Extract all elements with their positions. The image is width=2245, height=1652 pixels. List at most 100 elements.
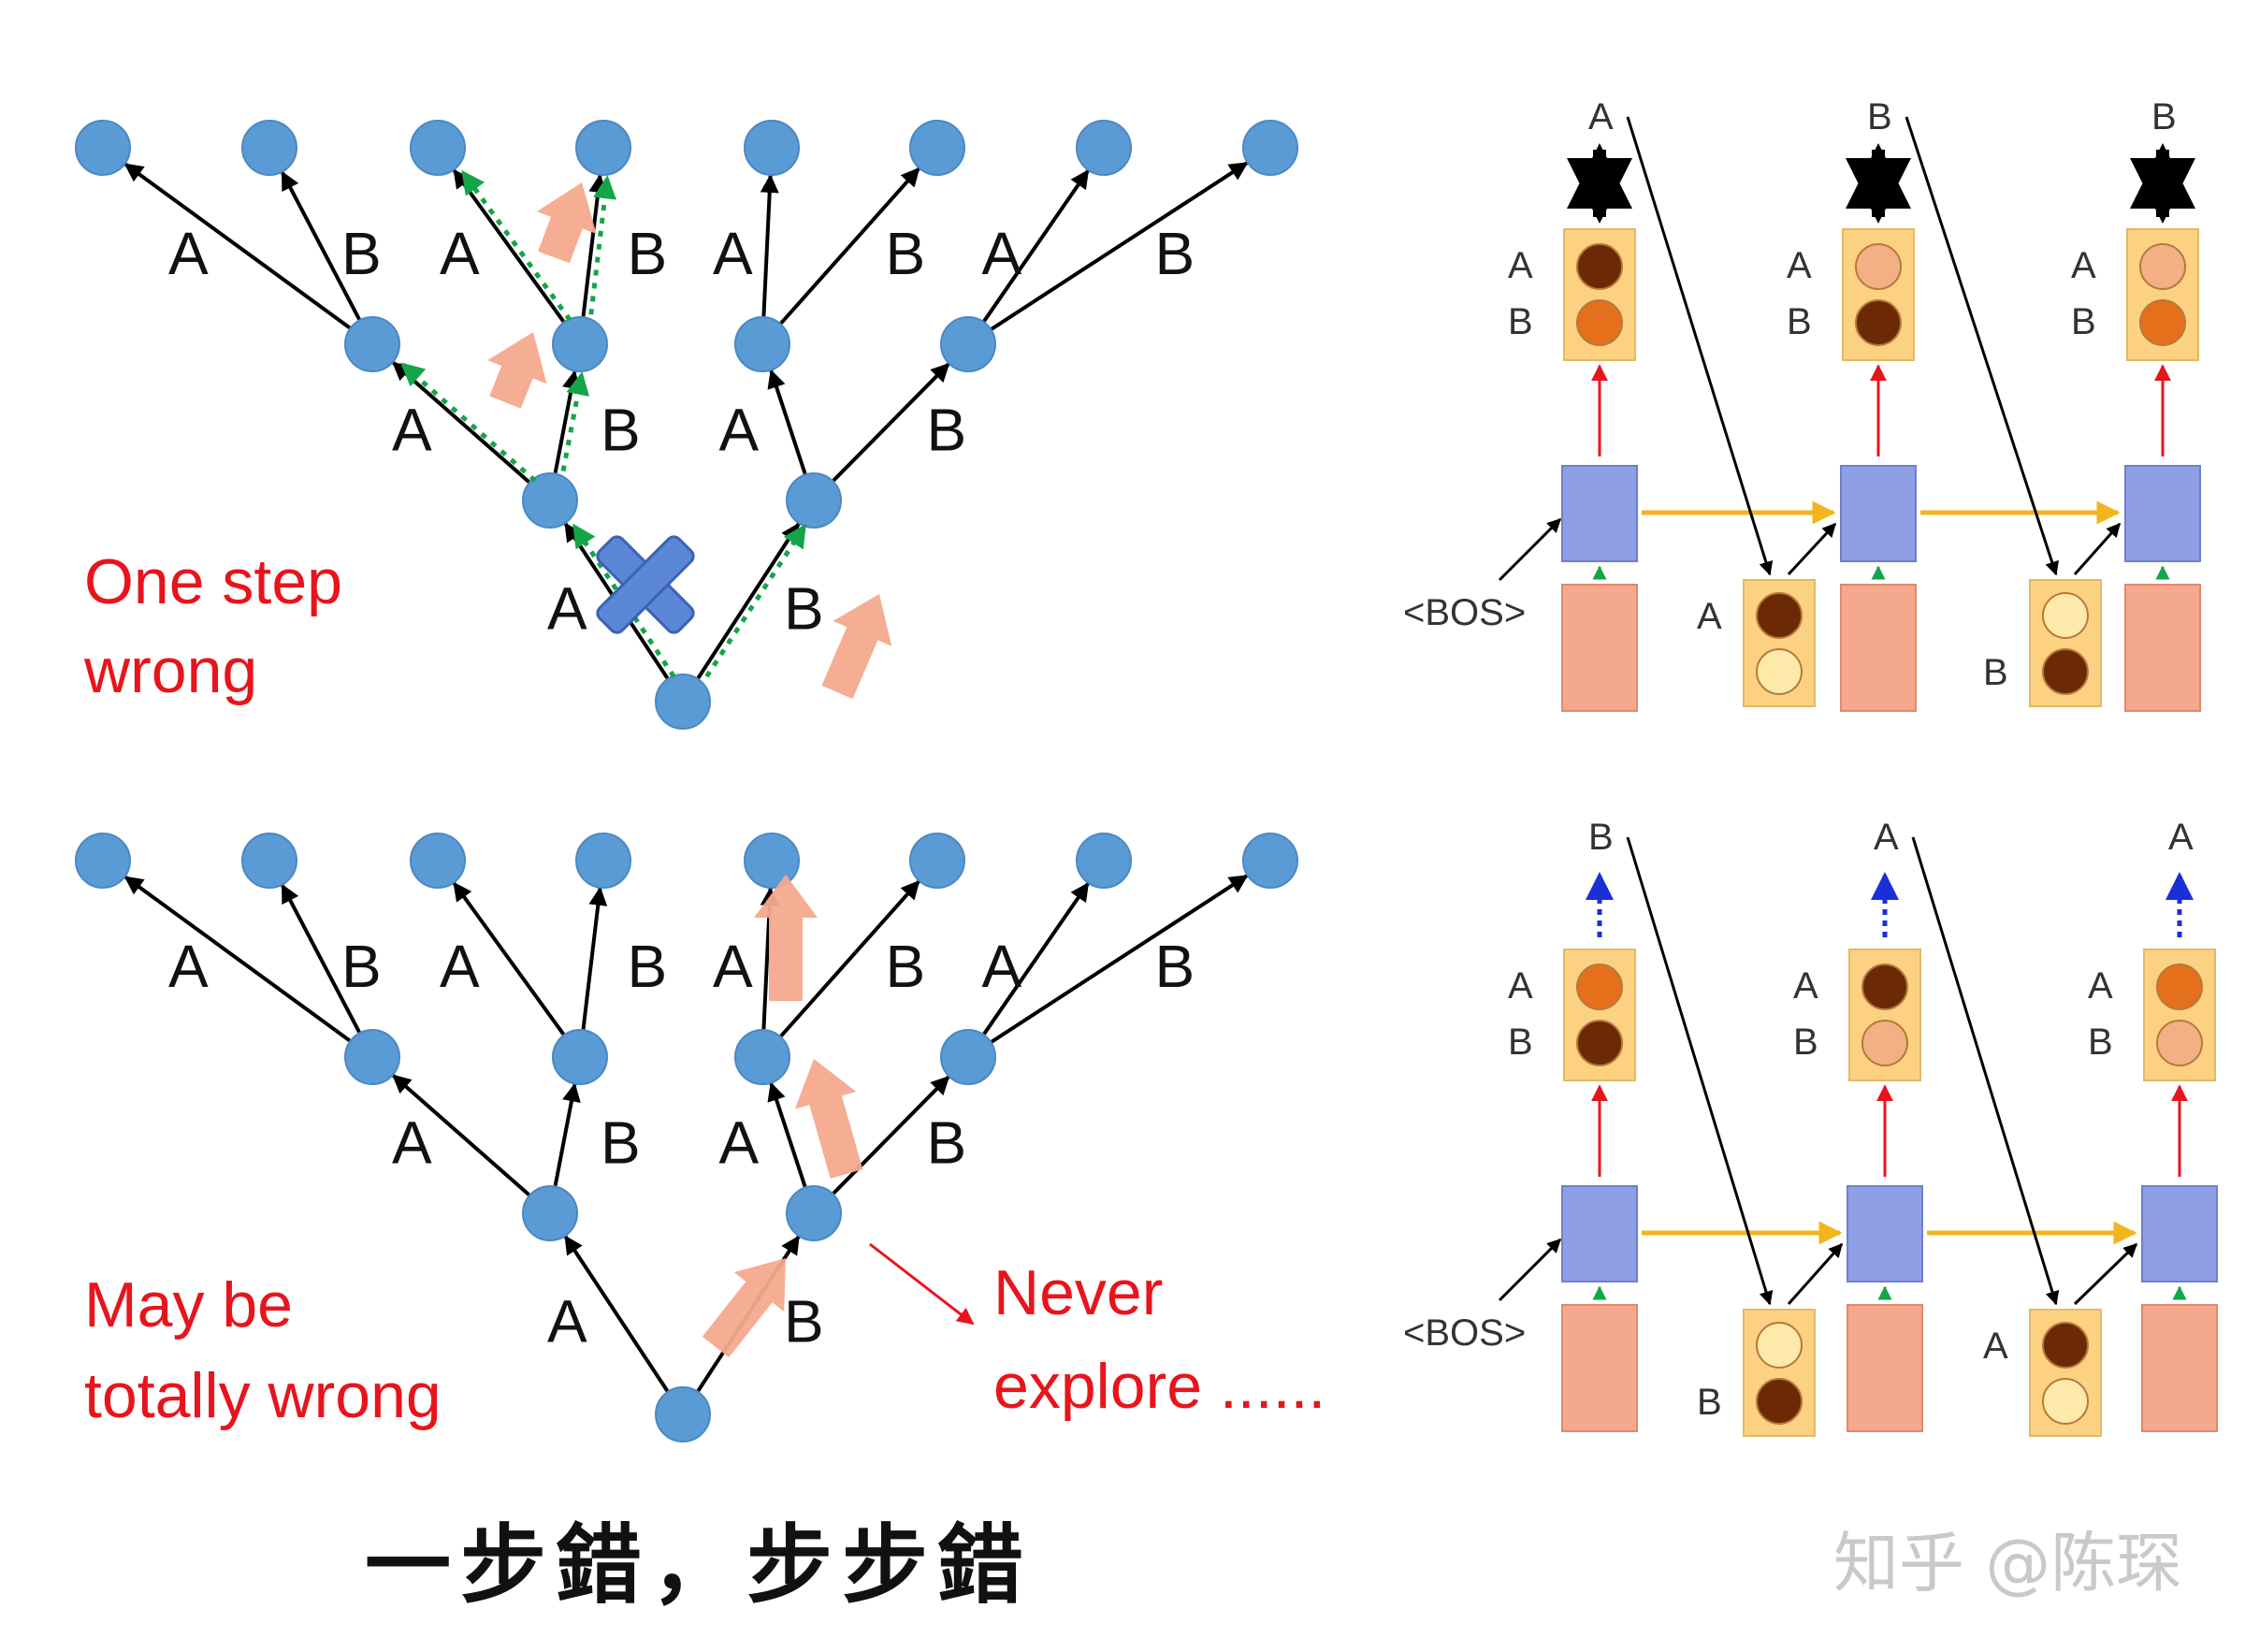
greedy-path-arrow — [588, 175, 616, 315]
salmon-arrow-icon — [754, 875, 818, 1001]
output-token: B — [2151, 96, 2177, 138]
tree-node — [344, 1029, 400, 1085]
hidden-state-box — [1561, 465, 1638, 562]
salmon-arrow-icon — [821, 594, 892, 700]
feedback-circle-b — [1756, 1378, 1803, 1425]
input-embedding-box — [1561, 1304, 1638, 1432]
edge-label: A — [547, 575, 587, 643]
bos-token: <BOS> — [1403, 1312, 1526, 1354]
tree-node — [410, 120, 466, 176]
tree-edge — [760, 173, 779, 317]
prob-circle-b — [2139, 299, 2186, 346]
output-token: A — [2168, 817, 2194, 858]
tree-node — [1076, 120, 1132, 176]
feedback-token-label: B — [1697, 1382, 1722, 1423]
prob-label-a: A — [1793, 965, 1818, 1007]
tree-edge — [696, 522, 801, 679]
tree-node — [1242, 120, 1298, 176]
tree-node — [344, 316, 400, 372]
prob-label-a: A — [1508, 965, 1533, 1007]
prob-label-b: B — [1508, 301, 1533, 342]
output-token: B — [1867, 96, 1892, 138]
hidden-state-box — [1561, 1185, 1638, 1282]
tree-node — [522, 1185, 578, 1241]
tree-node — [734, 1029, 790, 1085]
prob-label-a: A — [2088, 965, 2113, 1007]
greedy-path-arrow — [460, 169, 572, 322]
edge-label: B — [927, 397, 967, 464]
tree-node — [552, 316, 608, 372]
tree-node — [75, 833, 131, 889]
edge-label: A — [168, 933, 209, 1000]
tree-node — [909, 120, 965, 176]
input-embedding-box — [1561, 584, 1638, 712]
edge-label: B — [601, 1109, 641, 1177]
feedback-line — [1911, 836, 2060, 1306]
edge-label: B — [886, 933, 926, 1000]
hidden-state-box — [2124, 465, 2201, 562]
watermark: 知乎 @陈琛 — [1833, 1525, 2181, 1601]
feedback-circle-a — [1756, 1322, 1803, 1369]
never-explore-line2: explore ...... — [993, 1351, 1325, 1422]
salmon-arrow-icon — [537, 182, 597, 264]
never-explore-arrow — [869, 1242, 975, 1326]
prob-circle-a — [2156, 964, 2203, 1010]
tree-edge — [392, 1074, 530, 1196]
edge-label: B — [1155, 220, 1195, 287]
hidden-state-box — [2141, 1185, 2218, 1282]
feedback-token-label: A — [1983, 1326, 2008, 1367]
tree-node — [744, 833, 800, 889]
prob-label-b: B — [1793, 1022, 1818, 1063]
chinese-caption: 一步錯，步步錯 — [365, 1515, 1033, 1616]
prob-circle-b — [1855, 299, 1902, 346]
prob-label-a: A — [2071, 245, 2096, 286]
tree-edge — [832, 1075, 950, 1196]
tree-edge — [281, 883, 361, 1034]
edge-label: A — [713, 933, 753, 1000]
input-embedding-box — [1847, 1304, 1923, 1432]
prob-circle-b — [2156, 1020, 2203, 1066]
edge-label: A — [719, 1109, 760, 1177]
salmon-arrow-icon — [794, 1059, 863, 1179]
bos-token: <BOS> — [1403, 592, 1526, 633]
hidden-state-box — [1847, 1185, 1923, 1282]
tree-edge — [767, 369, 807, 475]
feedback-circle-b — [1756, 648, 1803, 695]
edge-label: A — [547, 1288, 587, 1355]
prob-label-a: A — [1787, 245, 1812, 286]
tree-node — [786, 472, 842, 529]
tree-edge — [982, 882, 1090, 1036]
tree-node — [940, 1029, 996, 1085]
tree-edge — [452, 881, 566, 1036]
tree-node — [410, 833, 466, 889]
tree-node — [575, 120, 631, 176]
tree-edge — [767, 1081, 807, 1188]
edge-label: A — [392, 397, 432, 464]
prob-circle-b — [1861, 1020, 1908, 1066]
tree-node — [655, 1386, 711, 1442]
edge-label: A — [440, 933, 480, 1000]
greedy-path-arrow — [572, 523, 676, 678]
prob-circle-b — [1576, 1020, 1623, 1066]
greedy-path-arrow — [704, 523, 807, 678]
tree-node — [655, 674, 711, 730]
prob-label-b: B — [2071, 301, 2096, 342]
prob-circle-a — [1855, 243, 1902, 290]
tree-node — [1076, 833, 1132, 889]
feedback-circle-b — [2042, 648, 2089, 695]
tree-edge — [991, 874, 1249, 1044]
tree-node — [552, 1029, 608, 1085]
edge-label: A — [982, 933, 1022, 1000]
tree-edge — [779, 167, 920, 325]
tree-node — [940, 316, 996, 372]
feedback-to-hidden-arrow — [1787, 1242, 1844, 1305]
tree-node — [522, 472, 578, 529]
greedy-path-arrow — [560, 370, 590, 472]
input-embedding-box — [1840, 584, 1917, 712]
tree-edge — [832, 362, 950, 483]
feedback-line — [1626, 116, 1774, 576]
tree-node — [734, 316, 790, 372]
